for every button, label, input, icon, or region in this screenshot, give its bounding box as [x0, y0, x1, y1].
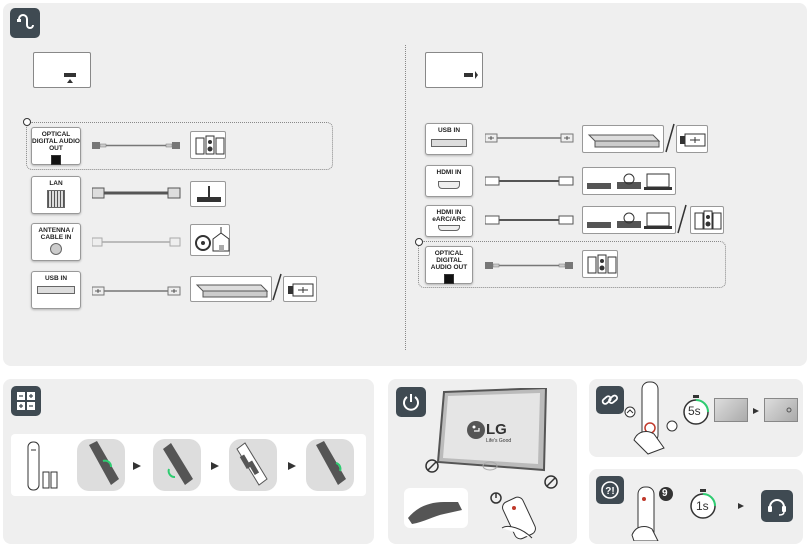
power-icon [396, 387, 426, 417]
port-lan: LAN [31, 176, 81, 214]
av-devices-earc [582, 206, 676, 234]
lan-cable [92, 187, 181, 199]
usb-hdd-device-left [190, 276, 272, 302]
battery-step-3 [229, 439, 277, 491]
power-button-right [544, 475, 558, 489]
port-label: USB IN [437, 127, 461, 134]
port-hdmi-earc: HDMI IN eARC/ARC [425, 205, 473, 237]
slash-separator [677, 204, 687, 234]
speaker-device-left [190, 131, 226, 159]
headset-icon [761, 490, 793, 522]
arrow-right-icon [753, 408, 759, 414]
port-label: ANTENNA / CABLE IN [38, 227, 74, 241]
battery-step-4 [306, 439, 354, 491]
link-icon [596, 386, 624, 414]
power-button-left [425, 459, 439, 473]
tv-illustration [436, 388, 548, 472]
optical-group-right [418, 241, 726, 288]
optical-group-left [26, 122, 333, 170]
slash-separator [665, 123, 675, 153]
remote-power-hand [490, 492, 536, 540]
number-badge-icon [659, 487, 673, 501]
router-device [190, 181, 226, 207]
arrow-right-icon [288, 462, 296, 470]
antenna-device [190, 224, 230, 256]
hdmi-earc-cable [485, 215, 574, 225]
port-label: LAN [49, 180, 63, 187]
arrow-right-icon [738, 503, 744, 509]
port-antenna: ANTENNA / CABLE IN [31, 223, 81, 261]
port-usb-right: USB IN [425, 123, 473, 155]
help-seconds: 1s [696, 499, 709, 513]
speaker-device-earc [690, 206, 724, 234]
timer-icon [690, 489, 716, 519]
brand-tagline: Life's Good [486, 438, 512, 444]
tv-back-right [425, 52, 483, 88]
battery-step-1 [77, 439, 125, 491]
hdmi-cable [485, 176, 574, 186]
help-icon: ?! [596, 476, 624, 504]
tv-screen-before [714, 398, 748, 422]
cable-icon [10, 8, 40, 38]
port-label: HDMI IN [436, 169, 462, 176]
speaker-device-right [582, 250, 618, 278]
usb-stick-device-right [676, 125, 708, 153]
usb-cable-right [485, 133, 574, 143]
divider [405, 45, 406, 350]
battery-step-2 [153, 439, 201, 491]
arrow-right-icon [211, 462, 219, 470]
port-label: HDMI IN eARC/ARC [432, 209, 466, 223]
port-optical-right: OPTICAL DIGITAL AUDIO OUT [425, 246, 473, 284]
optical-cable-left [92, 142, 180, 149]
pairing-seconds: 5s [688, 404, 701, 418]
port-label: OPTICAL DIGITAL AUDIO OUT [32, 131, 80, 152]
hand-press-box [404, 488, 468, 528]
port-optical-left: OPTICAL DIGITAL AUDIO OUT [31, 127, 81, 165]
slash-separator [272, 273, 282, 301]
port-hdmi: HDMI IN [425, 165, 473, 197]
optical-cable-right [485, 262, 573, 269]
help-button-number: 9 [662, 488, 668, 499]
tv-screen-after [764, 398, 798, 422]
brand-logo: LG [486, 421, 507, 438]
optical-marker-icon [23, 118, 31, 126]
usb-cable-left [92, 286, 181, 296]
tv-back-left [33, 52, 91, 88]
svg-text:?!: ?! [605, 486, 614, 497]
usb-hdd-device-right [582, 125, 664, 153]
port-label: USB IN [44, 275, 68, 282]
help-remote [631, 486, 659, 541]
port-label: OPTICAL DIGITAL AUDIO OUT [430, 250, 468, 271]
av-devices [582, 167, 676, 195]
remote-battery-icon [11, 386, 41, 416]
port-usb-left: USB IN [31, 271, 81, 309]
remote-with-batteries [27, 441, 58, 491]
antenna-cable [92, 237, 181, 247]
timer-icon [683, 395, 709, 425]
usb-stick-device-left [283, 276, 317, 302]
optical-marker-icon [415, 238, 423, 246]
arrow-right-icon [133, 462, 141, 470]
pairing-remote [624, 381, 678, 455]
